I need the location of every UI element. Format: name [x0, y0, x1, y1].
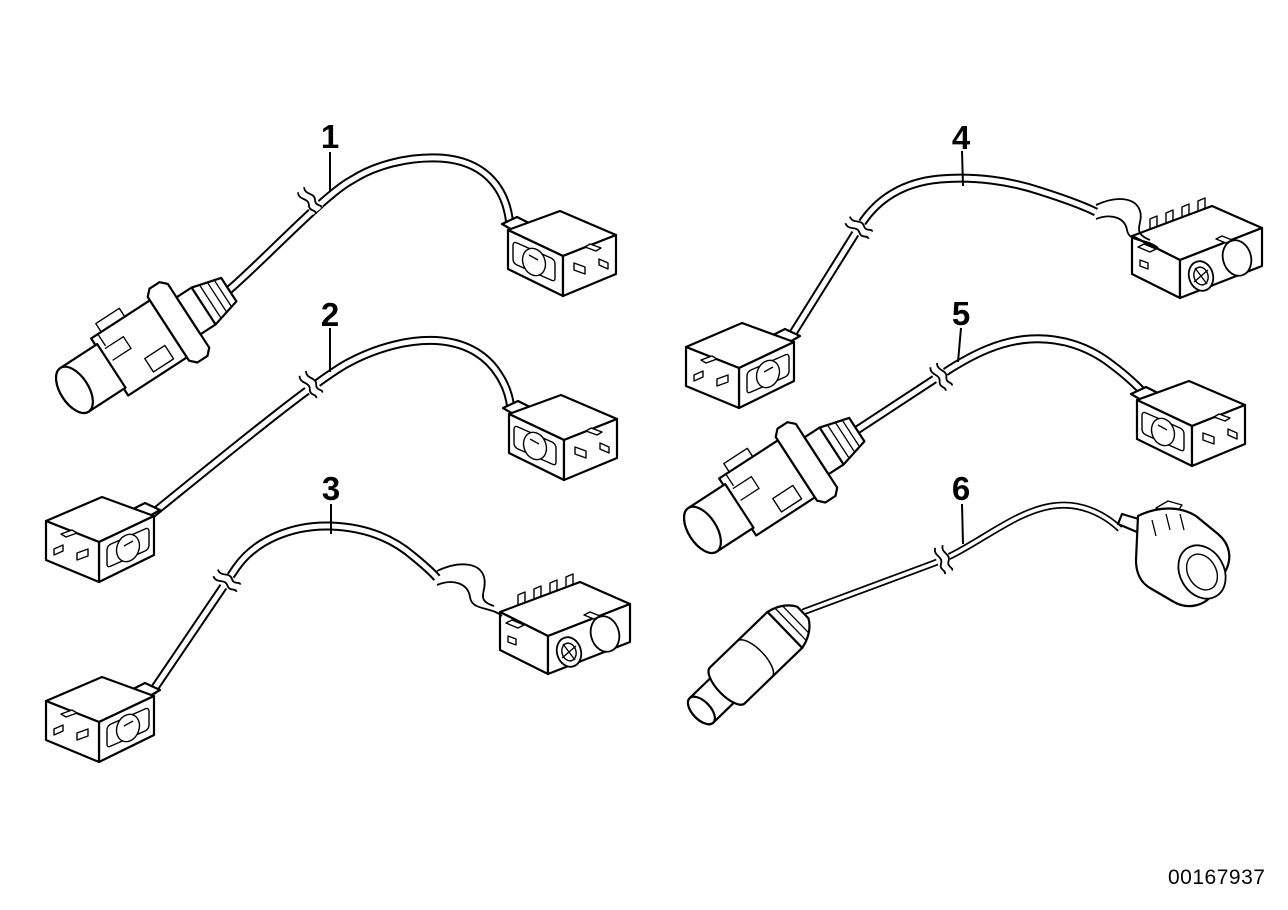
callout-1[interactable]: 1	[320, 118, 340, 155]
coax-cable-path	[854, 334, 1151, 434]
pigtail-wire	[1095, 198, 1151, 241]
callout-2[interactable]: 2	[320, 296, 340, 333]
coax-cable-path	[148, 521, 441, 695]
callout-6[interactable]: 6	[951, 470, 971, 507]
double-port-connector-icon	[1130, 196, 1264, 300]
part-number: 00167937	[1168, 866, 1266, 889]
pigtail-wire	[436, 563, 495, 607]
pigtail-wire	[1095, 215, 1159, 249]
socket-housing-connector-icon	[684, 321, 802, 410]
cable-assembly-3	[44, 521, 632, 764]
cable-assembly-1	[37, 153, 618, 436]
pigtail-wire	[436, 581, 503, 617]
fakra-straight-plug-connector-icon	[665, 391, 882, 576]
callout-5[interactable]: 5	[951, 295, 971, 332]
cable-assembly-2	[44, 335, 619, 584]
cable-assembly-5	[665, 334, 1247, 576]
fakra-straight-plug-connector-icon	[37, 251, 254, 436]
callout-leader-lines	[329, 150, 964, 545]
callout-3[interactable]: 3	[321, 470, 341, 507]
double-port-connector-icon	[498, 572, 632, 676]
socket-housing-connector-icon	[1129, 379, 1247, 468]
cable-assembly-6	[676, 499, 1237, 736]
cable-assembly-4	[684, 173, 1264, 410]
inline-barrel-connector-icon	[676, 593, 822, 736]
socket-housing-connector-icon	[44, 675, 162, 764]
socket-housing-connector-icon	[44, 495, 162, 584]
socket-housing-connector-icon	[501, 393, 619, 482]
coax-cable-path	[226, 153, 515, 294]
angled-plug-connector-icon	[1116, 499, 1237, 609]
callout-4[interactable]: 4	[951, 119, 971, 156]
socket-housing-connector-icon	[500, 209, 618, 298]
